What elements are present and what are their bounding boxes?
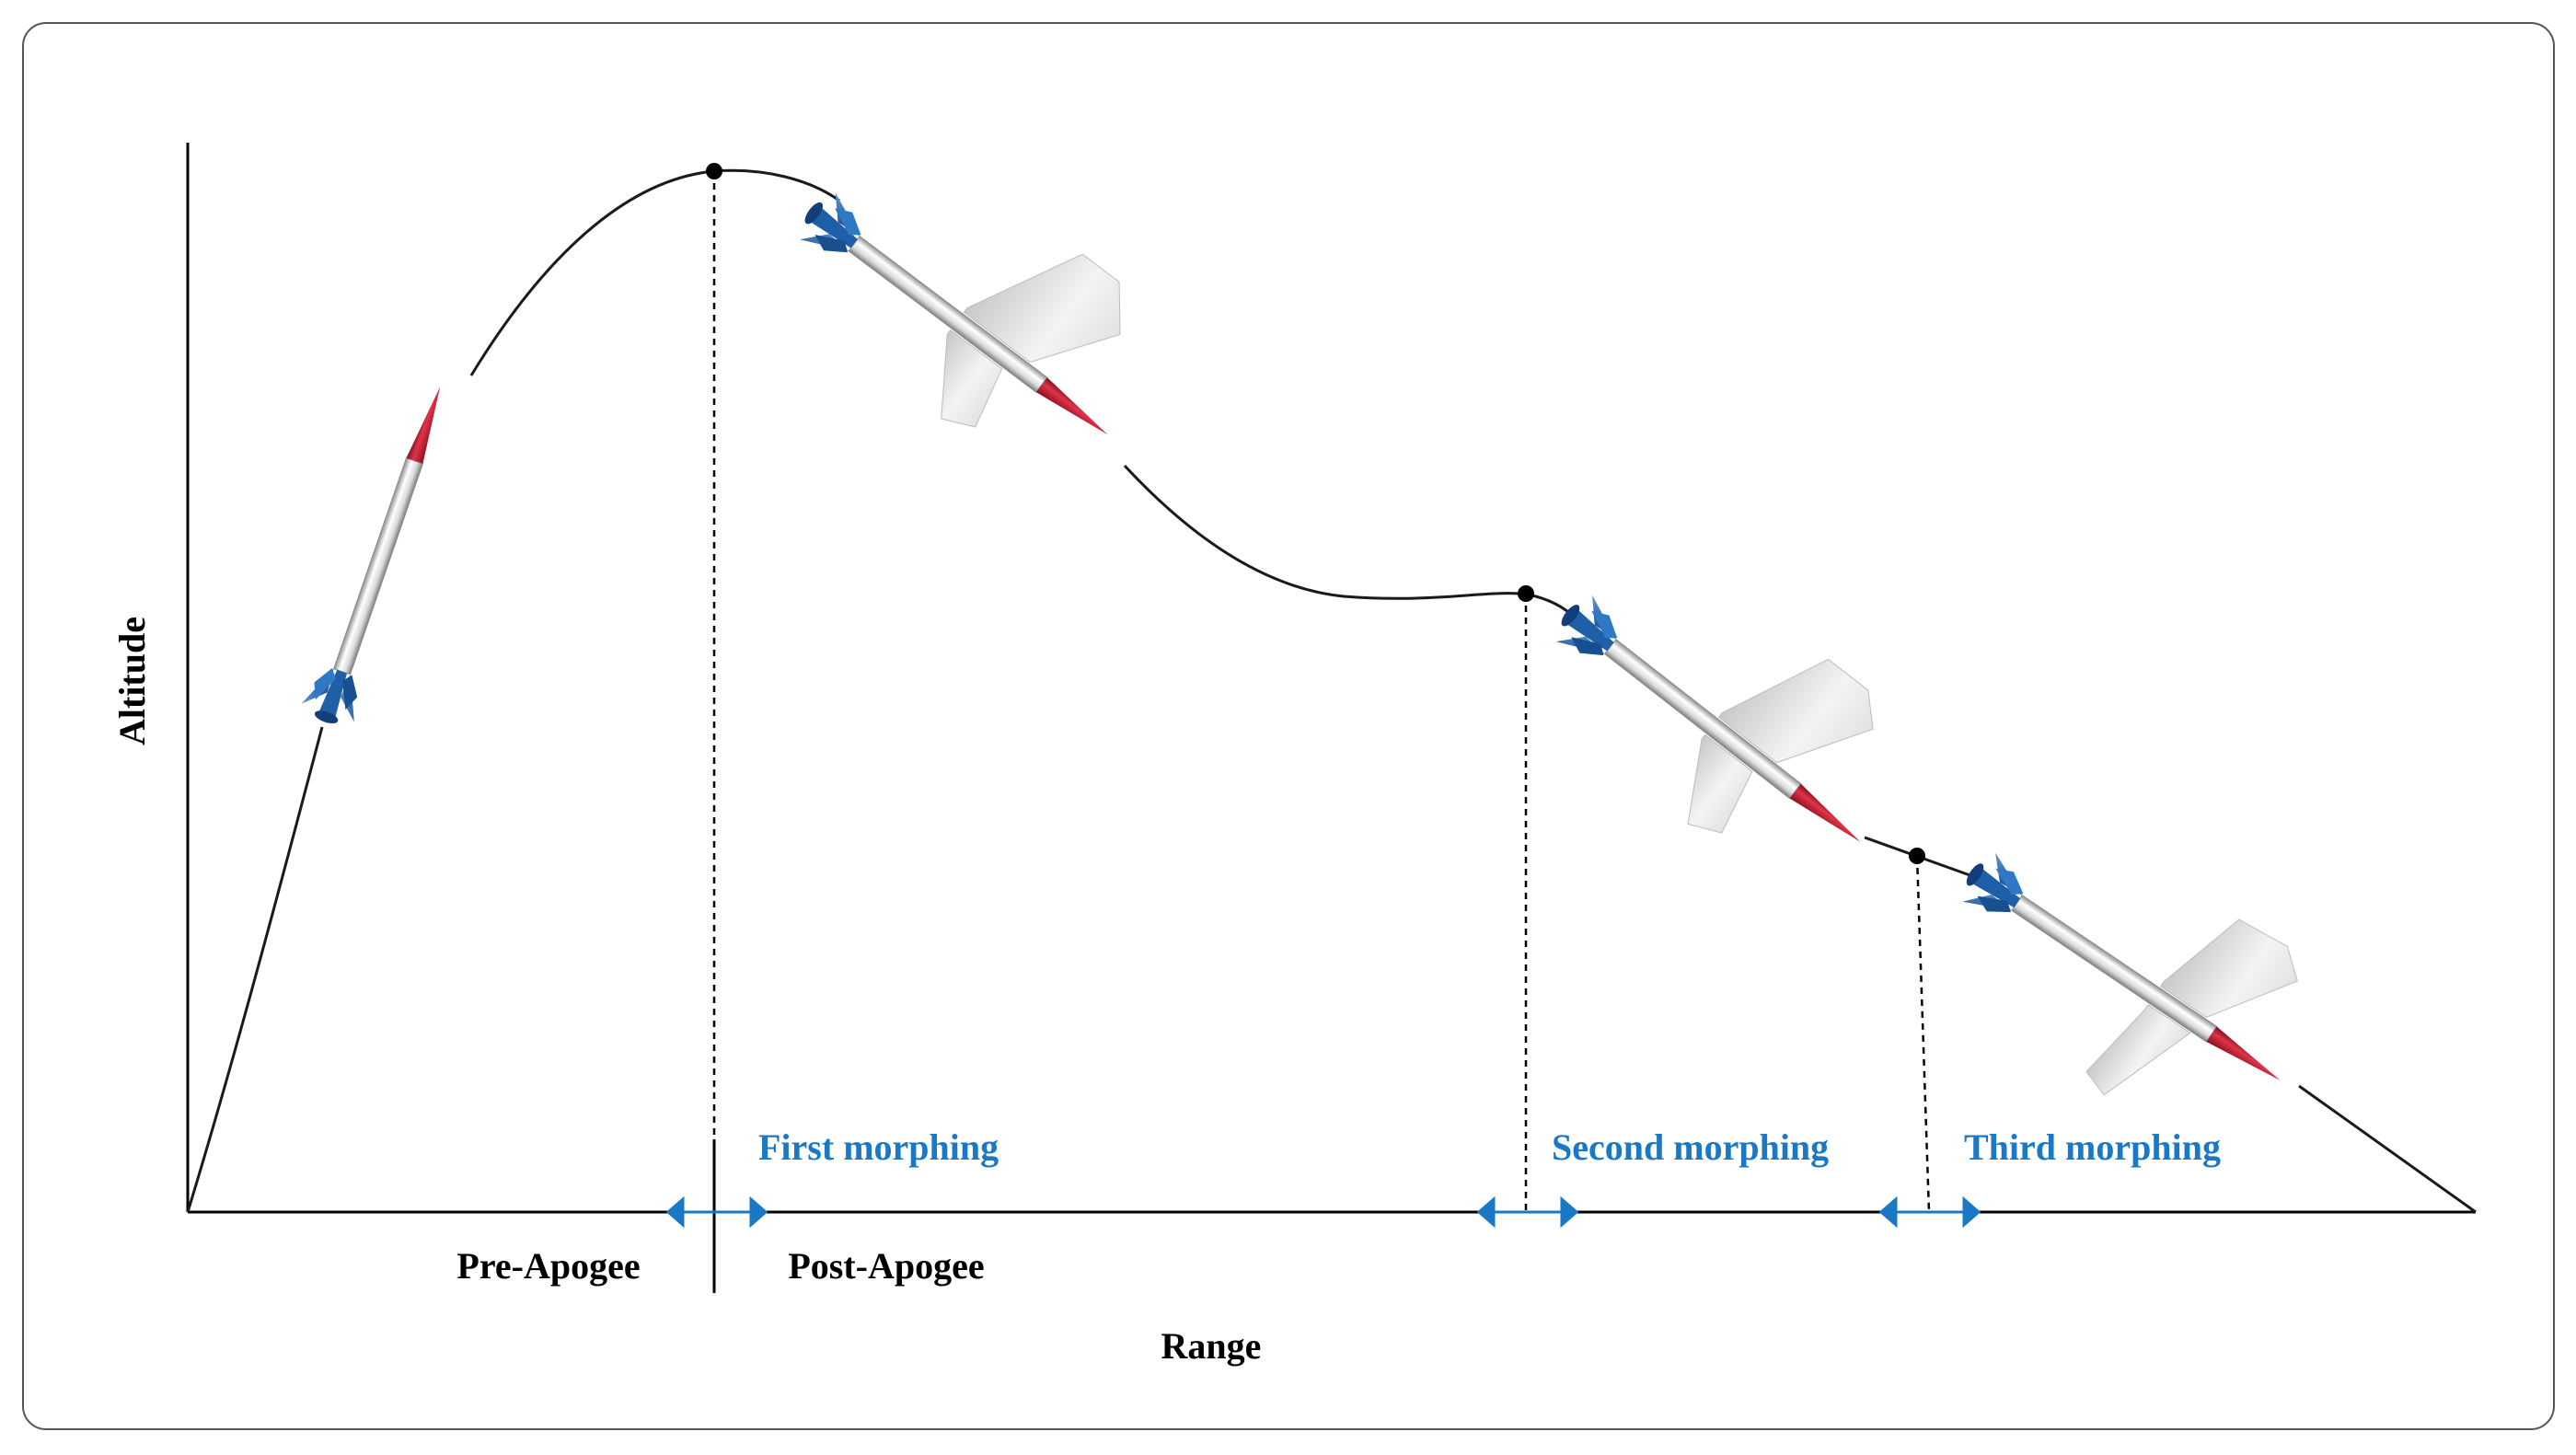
winged-missile-icon xyxy=(1547,588,1879,866)
x-axis-label: Range xyxy=(1161,1325,1262,1367)
morphing-arrows xyxy=(665,1195,1981,1229)
wing xyxy=(1687,733,1753,834)
event-lines xyxy=(712,171,1931,1213)
axes xyxy=(186,143,2476,1214)
wing xyxy=(1717,658,1874,764)
wing xyxy=(963,253,1121,364)
trajectory-segment-descent xyxy=(1123,464,1577,620)
trajectory-segment-final xyxy=(2298,1084,2477,1214)
y-axis-label: Altitude xyxy=(111,617,153,745)
second-morphing-label: Second morphing xyxy=(1552,1126,1829,1168)
wing xyxy=(941,329,1003,428)
rocket-icon xyxy=(297,376,468,732)
figure-frame xyxy=(22,22,2555,1430)
event-point-marker xyxy=(706,163,722,179)
double-arrow-icon xyxy=(665,1195,768,1229)
event-point-marker xyxy=(1909,848,1925,864)
winged-missile-icon xyxy=(791,185,1126,459)
post-apogee-label: Post-Apogee xyxy=(788,1245,984,1287)
trajectory-segment-launch xyxy=(186,726,324,1213)
third-morphing-label: Third morphing xyxy=(1964,1126,2221,1168)
event-point-marker xyxy=(1518,585,1534,602)
pre-apogee-label: Pre-Apogee xyxy=(456,1245,640,1287)
event-points xyxy=(706,163,1925,864)
wing xyxy=(2159,918,2298,1018)
winged-missile-icon xyxy=(1953,846,2298,1106)
double-arrow-icon xyxy=(1476,1195,1579,1229)
wing xyxy=(2085,1004,2191,1096)
trajectory-segment-ascent xyxy=(469,168,840,376)
third-morphing-line xyxy=(1915,855,1931,1213)
first-morphing-label: First morphing xyxy=(758,1126,999,1168)
double-arrow-icon xyxy=(1878,1195,1981,1229)
